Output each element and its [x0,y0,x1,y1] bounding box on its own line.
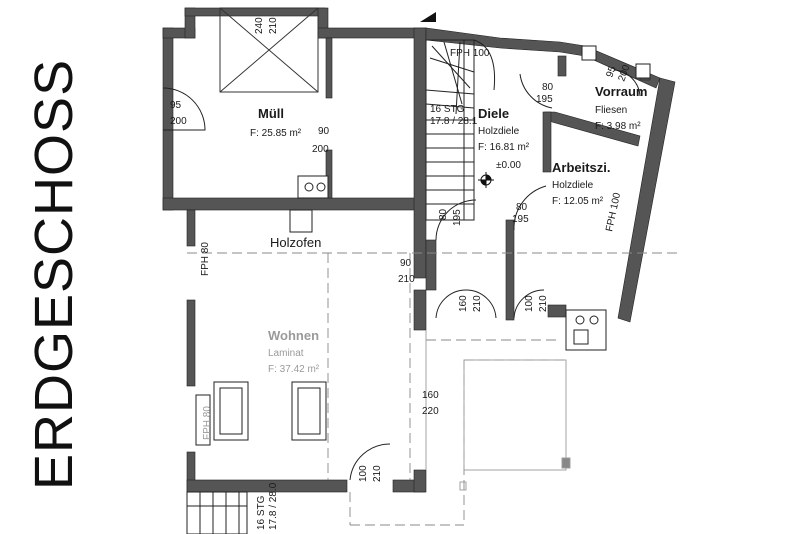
room-name-muell: Müll [258,106,284,121]
stairs-bottom [186,491,248,534]
stair-top-rise: 17.8 / 28.1 [430,116,478,127]
north-arrow-icon [420,12,436,22]
level-marker-icon [478,172,494,188]
room-floor-vorraum: Fliesen [595,105,627,116]
dim-210e: 210 [372,465,383,482]
dim-80b: 80 [438,208,449,220]
dim-195a: 195 [536,94,553,105]
stairs-main [425,39,496,221]
shaft [219,7,319,93]
dim-95a: 95 [170,100,182,111]
dim-90a: 90 [318,126,330,137]
room-area-muell: F: 25.85 m² [250,128,302,139]
stair-bottom-rise: 17.8 / 28.0 [268,482,279,530]
dim-80a: 80 [542,82,554,93]
stair-top-steps: 16 STG [430,104,465,115]
dim-80c: 80 [516,202,528,213]
fph-top: FPH 100 [450,48,490,59]
dim-100a: 100 [524,295,535,312]
room-area-arbeitszimmer: F: 12.05 m² [552,196,604,207]
dim-160a: 160 [458,295,469,312]
fph-left: FPH 80 [200,242,211,276]
room-floor-arbeitszimmer: Holzdiele [552,180,594,191]
dim-210d: 210 [538,295,549,312]
dim-95b: 95 [604,64,618,79]
dim-100b: 100 [358,465,369,482]
dim-200a: 200 [170,116,187,127]
dim-200b: 200 [312,144,329,155]
floor-title: ERDGESCHOSS [24,59,84,490]
room-area-wohnen: F: 37.42 m² [268,364,320,375]
room-area-diele: F: 16.81 m² [478,142,530,153]
dim-195c: 195 [512,214,529,225]
chimney-right [565,309,607,351]
room-area-vorraum: F: 3.98 m² [595,121,641,132]
walls [162,7,676,493]
room-name-arbeitszimmer: Arbeitszi. [552,160,611,175]
stove-label: Holzofen [270,235,321,250]
fph-left-lower: FPH 80 [202,406,213,440]
room-name-wohnen: Wohnen [268,328,319,343]
dim-210b: 210 [398,274,415,285]
doors [162,69,641,481]
fph-right: FPH 100 [604,191,623,232]
dashed-lines [187,252,680,526]
vent-boxes [289,45,651,233]
dim-210a: 210 [268,17,279,34]
level-mark: ±0.00 [496,160,521,171]
stair-bottom-steps: 16 STG [256,495,267,530]
chimney-muell [297,175,329,199]
terrace [425,330,571,491]
room-floor-diele: Holzdiele [478,126,520,137]
dimension-labels: 240 210 95 200 90 200 80 195 95 200 80 1… [170,17,633,482]
dim-220: 220 [422,406,439,417]
furniture [195,381,327,446]
dim-160b: 160 [422,390,439,401]
room-name-diele: Diele [478,106,509,121]
dim-210c: 210 [472,295,483,312]
dim-195b: 195 [452,209,463,226]
dim-90b: 90 [400,258,412,269]
room-name-vorraum: Vorraum [595,84,648,99]
room-floor-wohnen: Laminat [268,348,304,359]
dim-240: 240 [254,17,265,34]
